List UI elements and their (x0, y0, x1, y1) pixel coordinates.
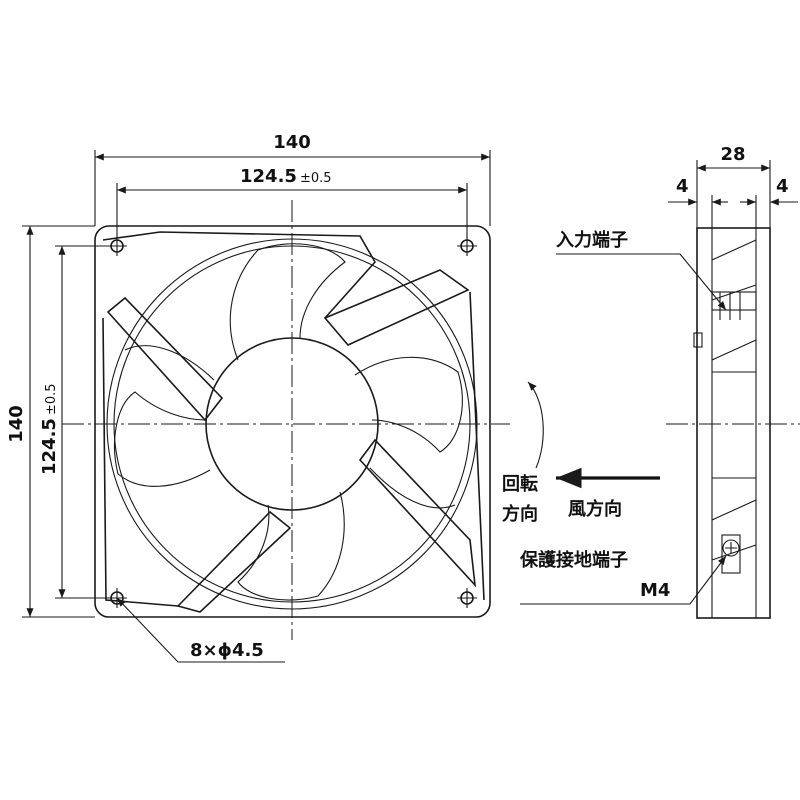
ground-screw-label: M4 (640, 580, 670, 601)
depth-dim-text: 28 (720, 144, 745, 165)
holes-note-text: 8×ϕ4.5 (190, 640, 264, 661)
direction-indicators: 回転 方向 風方向 (502, 381, 660, 525)
ground-terminal-leader (520, 555, 727, 605)
input-terminal-label: 入力端子 (556, 230, 628, 251)
width-dim-text: 140 (273, 132, 311, 153)
hole-pitch-h-text: 124.5 (240, 166, 297, 187)
hole-pitch-h-tol: ±0.5 (300, 171, 332, 186)
frame-struts (102, 231, 485, 613)
rotation-arrow (527, 381, 544, 469)
hole-pitch-v-tol: ±0.5 (44, 383, 59, 415)
flange-right-text: 4 (776, 176, 789, 197)
front-view: 140 124.5 ±0.5 140 124.5 ±0.5 8×ϕ4.5 (6, 132, 510, 663)
height-dim-text: 140 (6, 405, 27, 443)
flange-left-text: 4 (676, 176, 689, 197)
rotation-label-line2: 方向 (502, 503, 538, 525)
fan-blades (114, 243, 463, 601)
side-view: 28 4 4 入力端子 保護接地端子 M4 (519, 144, 800, 619)
input-terminal-block (711, 291, 757, 311)
ground-terminal-label: 保護接地端子 (519, 549, 628, 571)
hole-pitch-v-text: 124.5 (39, 418, 60, 475)
airflow-label: 風方向 (568, 498, 622, 520)
side-frame (696, 227, 771, 619)
holes-note-leader (116, 597, 285, 663)
rotation-label-line1: 回転 (502, 473, 538, 495)
ground-screw (722, 539, 740, 557)
input-terminal-leader (556, 253, 727, 311)
